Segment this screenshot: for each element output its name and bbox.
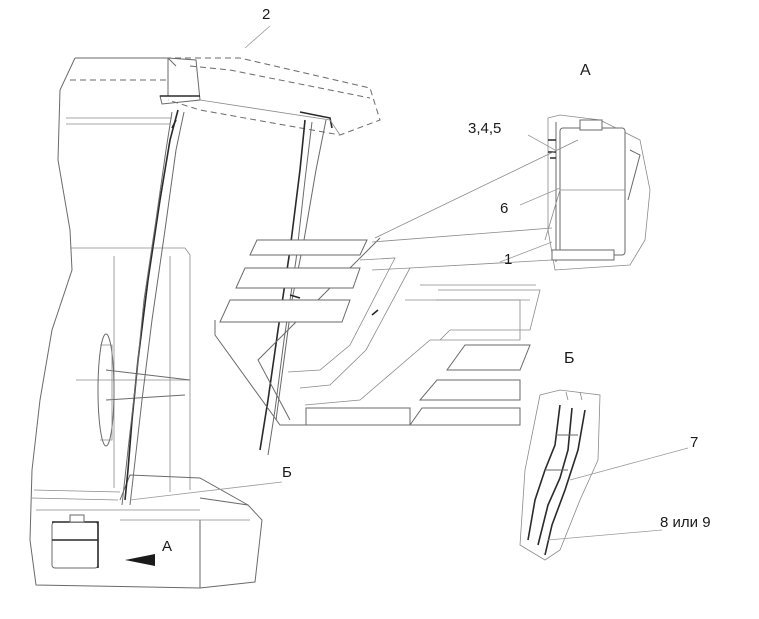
callout-3-4-5: 3,4,5 [468, 120, 502, 137]
cab-body [29, 57, 263, 589]
view-a-title: А [580, 62, 591, 79]
view-a-arrow-label: А [162, 538, 173, 555]
callout-8-or-9: 8 или 9 [660, 514, 711, 531]
wiring-harness [121, 109, 327, 506]
detail-view-b [519, 389, 601, 561]
detail-view-a [374, 114, 651, 271]
leader-lines [129, 25, 689, 541]
view-a-arrow [125, 554, 155, 566]
view-b-title: Б [564, 350, 575, 367]
callout-6: 6 [500, 200, 509, 217]
callout-2: 2 [262, 6, 271, 23]
roof-assembly [70, 57, 381, 136]
callout-7: 7 [690, 434, 699, 451]
callout-1: 1 [504, 251, 513, 268]
door-panels [214, 227, 553, 426]
view-b-pointer-label: Б [282, 464, 292, 481]
